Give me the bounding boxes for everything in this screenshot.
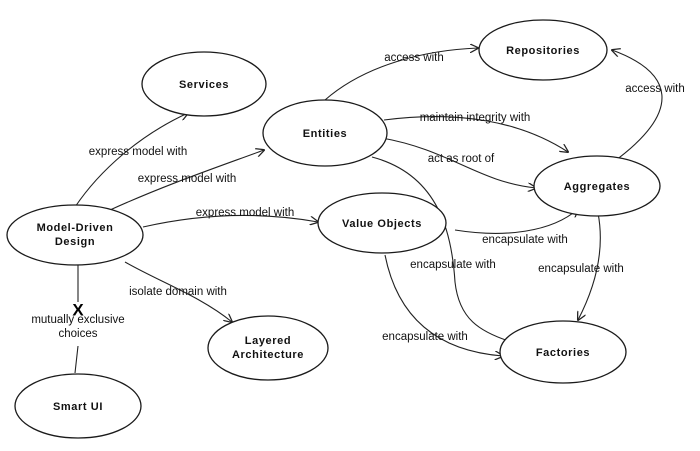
label-mdd-services: express model with (89, 146, 187, 158)
edge-labels: express model with express model with ex… (31, 52, 684, 343)
label-entities-aggregates-integrity: maintain integrity with (420, 112, 531, 124)
label-mdd-entities: express model with (138, 173, 236, 185)
node-value-objects[interactable]: Value Objects (317, 192, 447, 254)
node-smart-ui[interactable]: Smart UI (14, 373, 142, 439)
edges (74, 48, 663, 374)
edge-mdd-entities (109, 150, 264, 211)
node-services[interactable]: Services (141, 51, 267, 117)
node-repositories-label: Repositories (506, 45, 580, 57)
edge-aggregates-factories (578, 212, 601, 320)
edge-entities-aggregates-root (381, 137, 536, 188)
label-mdd-value-objects: express model with (196, 207, 294, 219)
exclusive-x-mark: X (72, 300, 84, 319)
label-aggregates-factories: encapsulate with (538, 263, 624, 275)
edge-entities-aggregates-integrity (383, 116, 568, 152)
node-smart-ui-label: Smart UI (53, 401, 103, 413)
edge-mdd-layered (124, 261, 232, 322)
edge-entities-factories (371, 156, 515, 343)
node-aggregates-label: Aggregates (564, 181, 631, 193)
label-entities-repositories: access with (384, 52, 443, 64)
node-entities-label: Entities (303, 128, 348, 140)
label-aggregates-repositories: access with (625, 83, 684, 95)
edge-aggregates-repositories (612, 50, 663, 164)
node-factories-label: Factories (536, 347, 590, 359)
edge-mdd-smart-ui (74, 262, 79, 374)
edge-entities-repositories (324, 48, 478, 101)
label-value-objects-factories: encapsulate with (382, 331, 468, 343)
label-mdd-layered: isolate domain with (129, 286, 227, 298)
label-entities-factories: encapsulate with (410, 259, 496, 271)
node-aggregates[interactable]: Aggregates (533, 155, 661, 217)
label-value-objects-aggregates: encapsulate with (482, 234, 568, 246)
edge-value-objects-aggregates (454, 209, 578, 234)
node-repositories[interactable]: Repositories (478, 19, 608, 81)
node-services-label: Services (179, 79, 229, 91)
node-value-objects-label: Value Objects (342, 218, 422, 230)
label-entities-aggregates-root: act as root of (428, 153, 495, 165)
edge-mdd-value-objects (142, 214, 318, 228)
edge-value-objects-factories (384, 254, 503, 356)
edge-mdd-services (74, 113, 188, 208)
node-entities[interactable]: Entities (262, 99, 388, 167)
node-factories[interactable]: Factories (499, 320, 627, 384)
